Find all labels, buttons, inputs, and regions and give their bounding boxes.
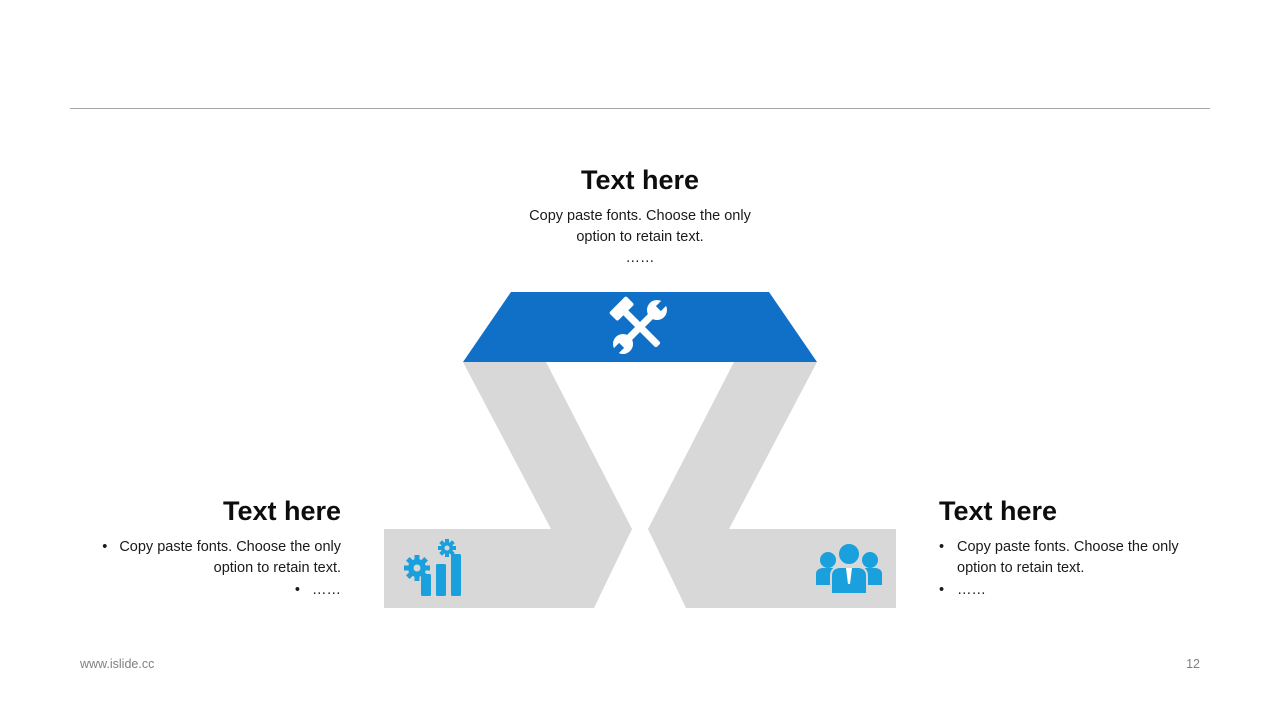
left-bullet-1-line-1: Copy paste fonts. Choose the only	[119, 539, 341, 555]
left-text-block: Text here • Copy paste fonts. Choose the …	[90, 495, 341, 601]
right-bullet-1-line-2: option to retain text.	[957, 560, 1085, 576]
right-bullet-1: • Copy paste fonts. Choose the only opti…	[939, 537, 1199, 579]
page-number: 12	[1186, 657, 1200, 671]
bullet-icon: •	[102, 539, 108, 555]
right-bullet-2: • ……	[939, 580, 1199, 601]
left-bullet-2-line-1: ……	[312, 582, 341, 598]
top-body-line-3: ……	[625, 250, 655, 266]
right-bullet-2-line-1: ……	[957, 582, 986, 598]
right-text-block: Text here • Copy paste fonts. Choose the…	[939, 495, 1199, 601]
left-bullet-2: • ……	[90, 580, 341, 601]
top-text-block: Text here Copy paste fonts. Choose the o…	[500, 164, 780, 269]
top-title: Text here	[580, 165, 700, 195]
right-title: Text here	[939, 496, 1058, 526]
bullet-icon: •	[939, 539, 945, 555]
footer-url: www.islide.cc	[80, 657, 155, 671]
bullet-icon: •	[939, 582, 945, 598]
left-bullet-1-line-2: option to retain text.	[213, 560, 341, 576]
tools-icon	[609, 296, 668, 355]
top-body-line-2: option to retain text.	[576, 229, 704, 245]
left-title: Text here	[222, 496, 341, 526]
right-band	[648, 362, 896, 608]
right-bullet-1-line-1: Copy paste fonts. Choose the only	[957, 539, 1179, 555]
right-bullet-list: • Copy paste fonts. Choose the only opti…	[939, 537, 1199, 601]
team-icon	[816, 542, 882, 595]
top-body-line-1: Copy paste fonts. Choose the only	[529, 208, 751, 224]
left-bullet-list: • Copy paste fonts. Choose the only optio…	[90, 537, 341, 601]
header-divider	[70, 108, 1210, 109]
chart-gears-icon	[404, 539, 461, 596]
bullet-icon: •	[294, 582, 300, 598]
left-bullet-1: • Copy paste fonts. Choose the only optio…	[90, 537, 341, 579]
